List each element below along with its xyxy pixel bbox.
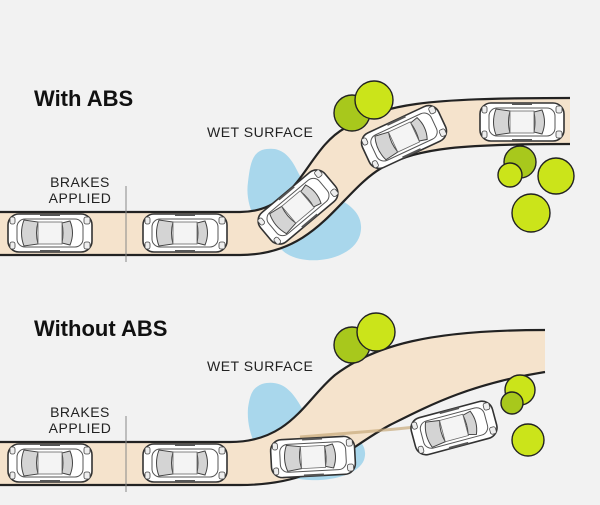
car-5 [479,102,565,142]
car-1 [7,443,93,483]
brakes-label-line1: BRAKES [50,174,110,190]
wet-surface-label: WET SURFACE [207,124,314,140]
road-without-abs [0,330,545,485]
without-abs-title: Without ABS [34,316,168,341]
road-edge-bottom [0,370,546,487]
road-edge-top [0,328,546,444]
tree-cluster-right [500,374,545,457]
tree-cluster-top [333,80,394,132]
without-abs-panel [0,312,546,492]
car-3 [269,434,357,480]
brakes-label-line2: APPLIED [48,190,112,206]
tree-cluster-top [333,312,396,364]
brakes-label-line2: APPLIED [48,420,112,436]
car-1 [7,213,93,253]
tree-cluster-right [497,145,575,233]
brakes-applied-label: BRAKES APPLIED [48,404,112,436]
with-abs-panel [0,80,575,262]
car-2 [142,443,228,483]
with-abs-title: With ABS [34,86,134,111]
car-2 [142,213,228,253]
wet-surface-label: WET SURFACE [207,358,314,374]
brakes-label-line1: BRAKES [50,404,110,420]
brakes-applied-label: BRAKES APPLIED [48,174,112,206]
